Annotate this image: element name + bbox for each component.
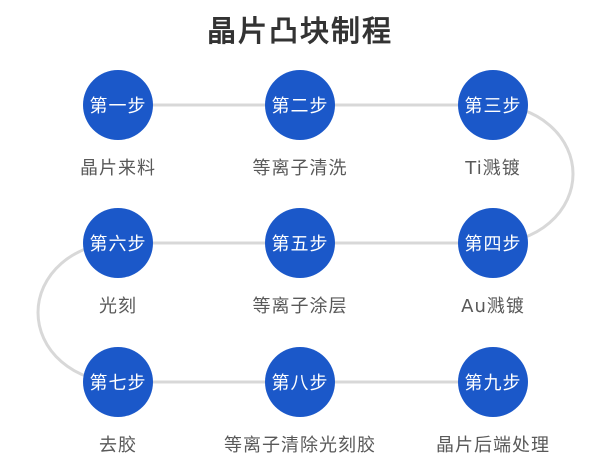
step-label: Au溅镀 [461, 296, 525, 317]
step-badge-circle: 第八步 [265, 347, 335, 417]
step-label: 光刻 [99, 296, 137, 317]
step-label: 等离子涂层 [252, 296, 348, 317]
step-label: Ti溅镀 [465, 158, 521, 179]
step-node-6: 第六步 光刻 [18, 208, 218, 318]
step-badge-text: 第二步 [271, 96, 329, 117]
step-badge-text: 第四步 [464, 234, 522, 255]
step-badge-text: 第五步 [271, 234, 329, 255]
step-badge-text: 第七步 [89, 373, 147, 394]
step-badge-text: 第六步 [89, 234, 147, 255]
step-node-9: 第九步 晶片后端处理 [393, 347, 593, 457]
step-node-8: 第八步 等离子清除光刻胶 [200, 347, 400, 457]
step-label: 等离子清除光刻胶 [224, 435, 376, 456]
page-title: 晶片凸块制程 [206, 14, 393, 48]
step-node-2: 第二步 等离子清洗 [200, 70, 400, 180]
step-badge-circle: 第四步 [458, 208, 528, 278]
step-badge-circle: 第六步 [83, 208, 153, 278]
step-badge-text: 第九步 [464, 373, 522, 394]
step-badge-circle: 第三步 [458, 70, 528, 140]
step-node-7: 第七步 去胶 [18, 347, 218, 457]
step-label: 去胶 [99, 435, 137, 456]
step-label: 等离子清洗 [252, 158, 348, 179]
step-node-1: 第一步 晶片来料 [18, 70, 218, 180]
step-label: 晶片后端处理 [436, 435, 550, 456]
step-badge-circle: 第七步 [83, 347, 153, 417]
step-label: 晶片来料 [80, 158, 156, 179]
step-badge-circle: 第五步 [265, 208, 335, 278]
step-badge-circle: 第二步 [265, 70, 335, 140]
step-badge-text: 第一步 [89, 96, 147, 117]
step-badge-text: 第三步 [464, 96, 522, 117]
step-badge-circle: 第一步 [83, 70, 153, 140]
step-badge-circle: 第九步 [458, 347, 528, 417]
step-node-3: 第三步 Ti溅镀 [393, 70, 593, 180]
step-node-5: 第五步 等离子涂层 [200, 208, 400, 318]
step-node-4: 第四步 Au溅镀 [393, 208, 593, 318]
step-badge-text: 第八步 [271, 373, 329, 394]
